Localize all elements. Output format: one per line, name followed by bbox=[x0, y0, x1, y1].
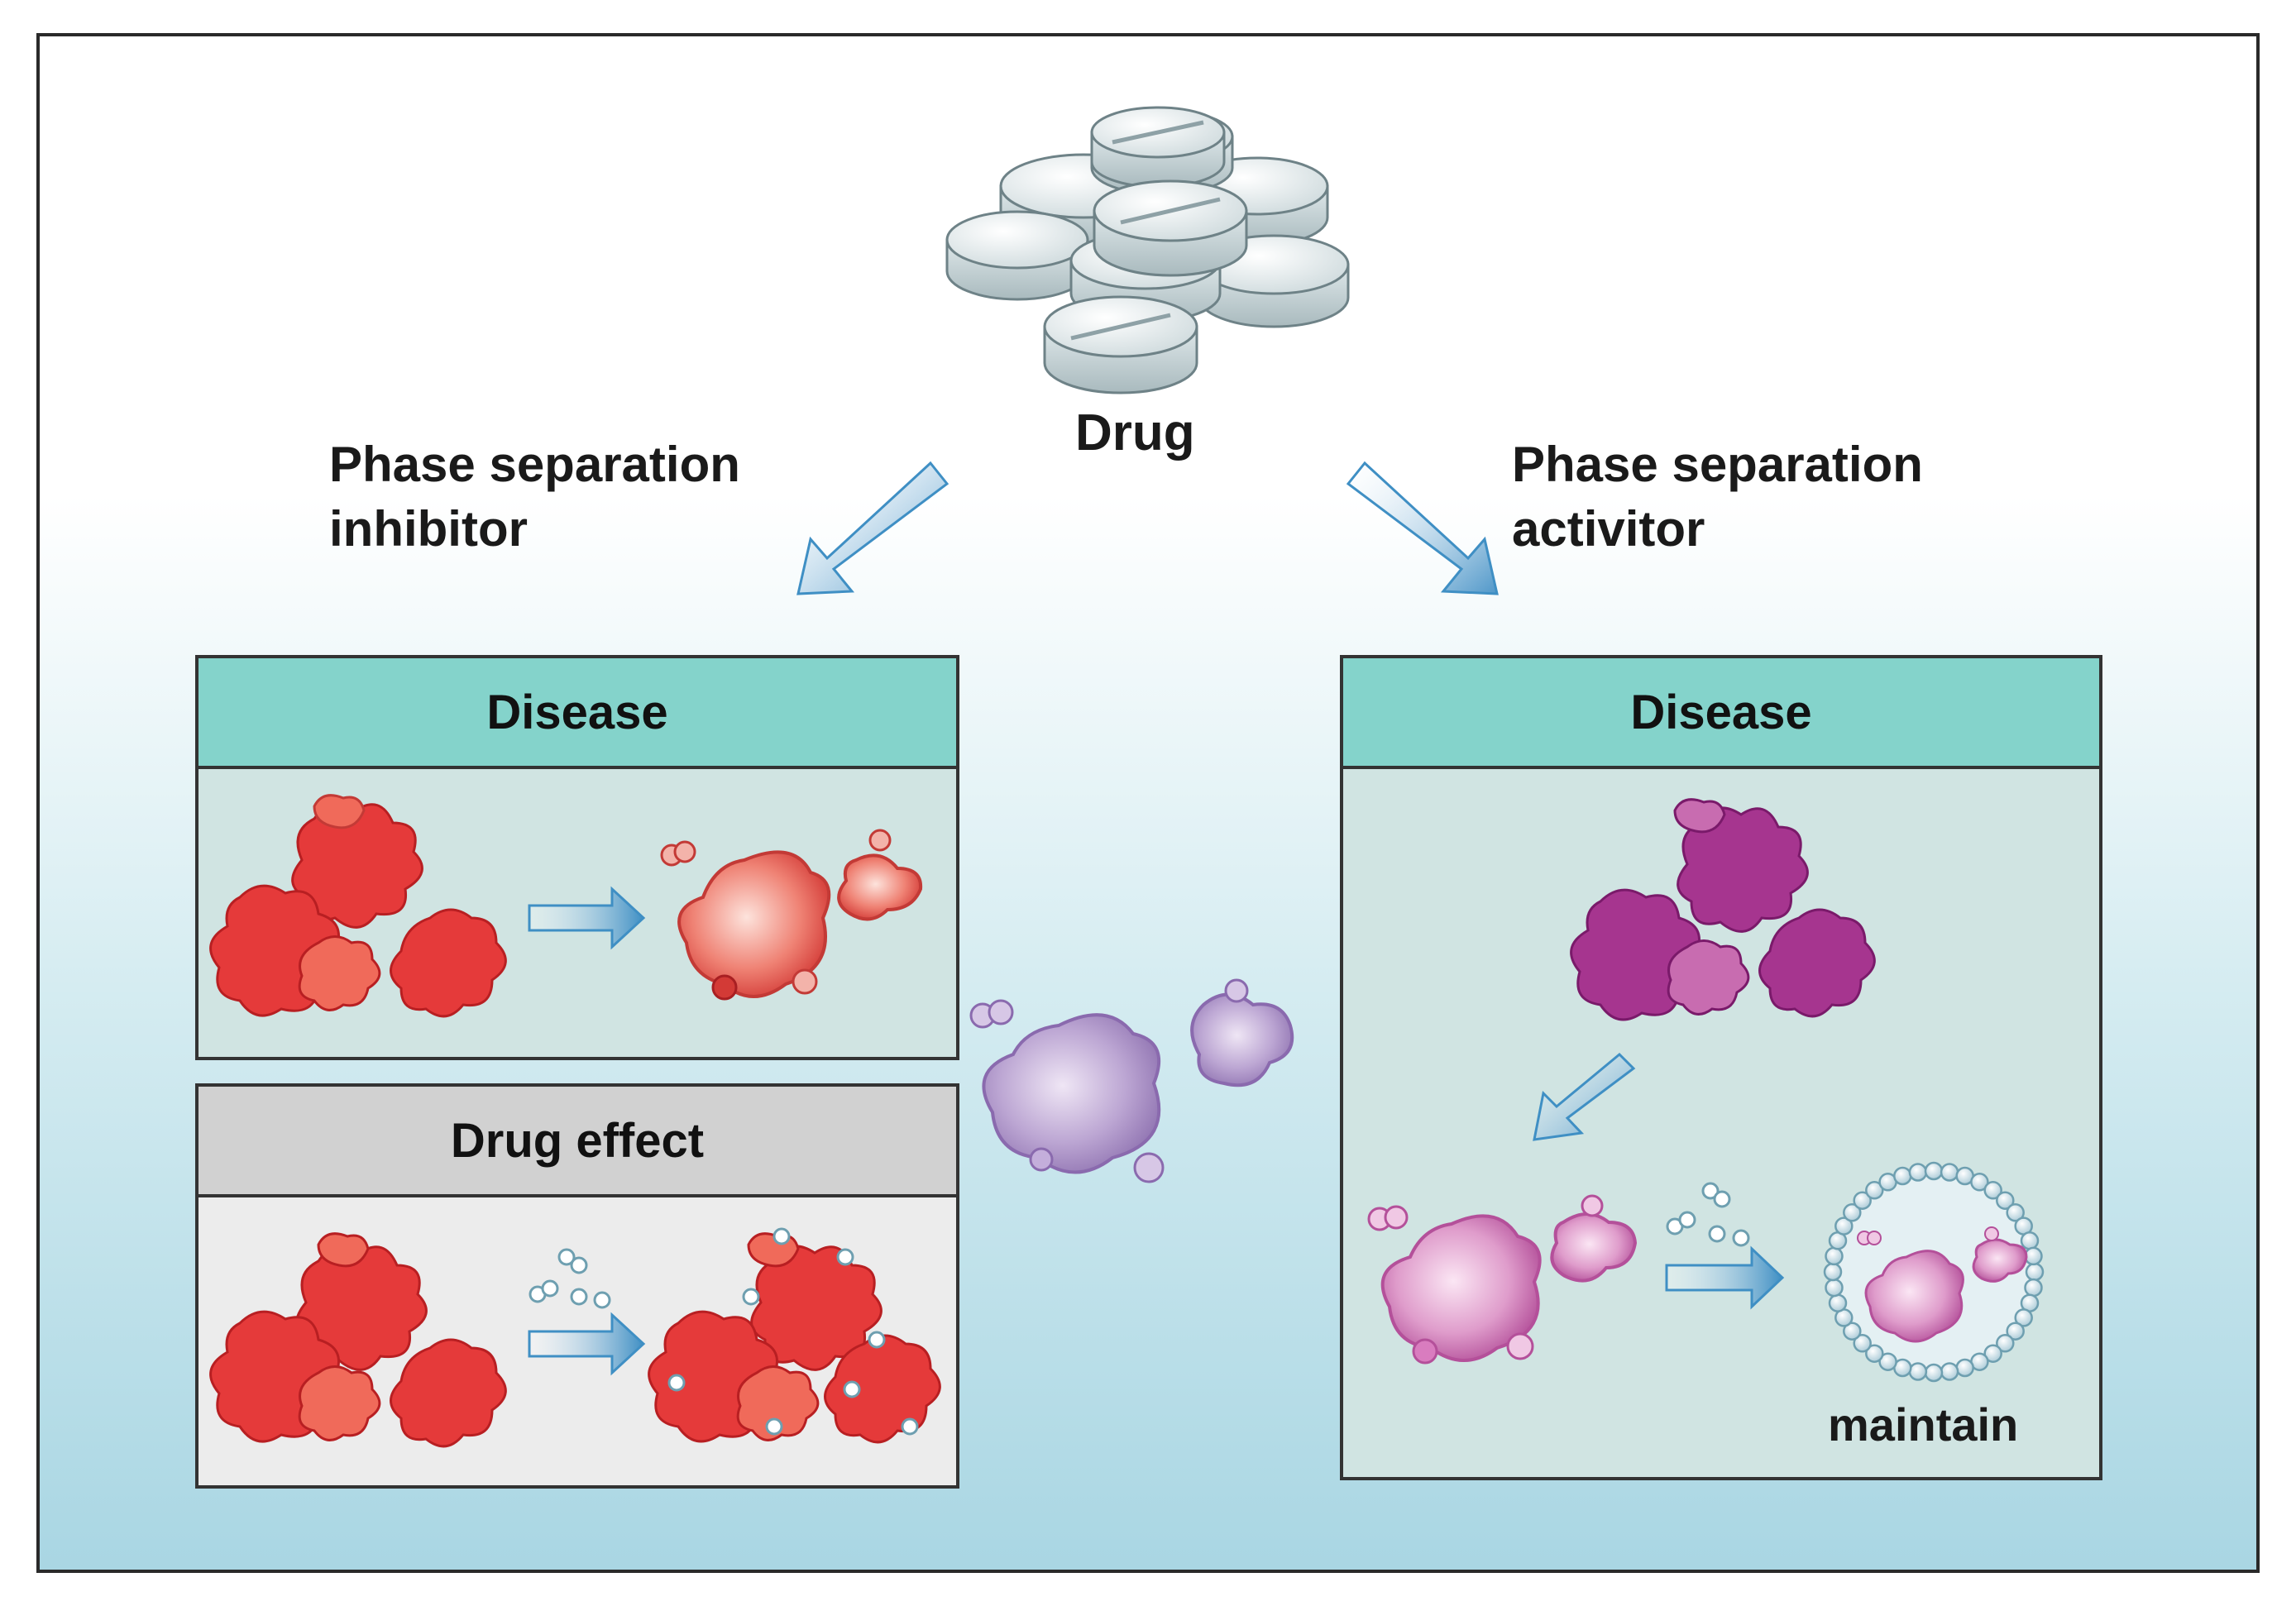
left-disease-title: Disease bbox=[199, 658, 956, 769]
membrane-bead bbox=[1940, 1362, 1959, 1381]
red-protein-cluster-icon bbox=[209, 802, 507, 1018]
inhibitor-label: Phase separation inhibitor bbox=[329, 433, 740, 562]
membrane-bead bbox=[2020, 1231, 2040, 1250]
membrane-bead bbox=[1865, 1344, 1884, 1363]
membrane-bead bbox=[1924, 1363, 1944, 1383]
membrane-bead bbox=[1878, 1352, 1897, 1371]
inhibitor-label-line1: Phase separation bbox=[329, 437, 740, 492]
membrane-bead bbox=[1955, 1358, 1974, 1378]
drug-label: Drug bbox=[1075, 404, 1195, 461]
drug-pills-icon bbox=[945, 106, 1350, 394]
membrane-bead bbox=[1983, 1181, 2002, 1200]
membrane-bead bbox=[1853, 1191, 1872, 1210]
magenta-protein-cluster-icon bbox=[1570, 798, 1876, 1021]
membrane-bead bbox=[1865, 1181, 1884, 1200]
membrane-bead bbox=[1843, 1322, 1862, 1341]
membrane-bead bbox=[2024, 1278, 2043, 1298]
membrane-bead bbox=[1908, 1362, 1928, 1381]
membrane-bead bbox=[2024, 1246, 2043, 1266]
membrane-bead bbox=[2025, 1262, 2045, 1282]
drug-molecules-icon bbox=[529, 1248, 611, 1309]
activator-label: Phase separation activitor bbox=[1512, 433, 1923, 562]
membrane-bead bbox=[1970, 1173, 1989, 1192]
activator-label-line2: activitor bbox=[1512, 501, 1705, 557]
membrane-bead bbox=[1834, 1216, 1854, 1236]
membrane-bead bbox=[1825, 1278, 1844, 1298]
membrane-bead bbox=[1908, 1163, 1928, 1182]
arrow-to-inhibitor-icon bbox=[796, 461, 949, 595]
red-protein-small-icon bbox=[313, 794, 366, 829]
drug-effect-title: Drug effect bbox=[199, 1087, 956, 1197]
drug-molecules-right-icon bbox=[1666, 1182, 1750, 1247]
red-droplet-icon bbox=[660, 829, 923, 1001]
membrane-bead bbox=[2014, 1308, 2033, 1327]
membrane-bead bbox=[1924, 1161, 1944, 1181]
bound-molecules-icon bbox=[667, 1227, 919, 1436]
membrane-bead bbox=[1843, 1203, 1862, 1222]
maintain-label: maintain bbox=[1828, 1398, 2019, 1451]
membrane-bead bbox=[2006, 1322, 2025, 1341]
right-disease-title: Disease bbox=[1343, 658, 2099, 769]
membrane-bead bbox=[1996, 1191, 2015, 1210]
membrane-bead bbox=[1893, 1166, 1912, 1186]
membrane-bead bbox=[1940, 1163, 1959, 1182]
activator-label-line1: Phase separation bbox=[1512, 437, 1923, 492]
inhibitor-label-line2: inhibitor bbox=[329, 501, 528, 557]
arrow-to-activator-icon bbox=[1346, 461, 1499, 595]
membrane-bead bbox=[1983, 1344, 2002, 1363]
down-left-arrow-icon bbox=[1533, 1052, 1636, 1141]
membrane-bead bbox=[1823, 1262, 1843, 1282]
membrane-bead bbox=[1828, 1293, 1848, 1312]
encapsulated-droplet-icon bbox=[1823, 1161, 2045, 1383]
red-protein-cluster-effect-icon bbox=[209, 1232, 507, 1448]
magenta-droplet-icon bbox=[1367, 1194, 1638, 1365]
purple-droplet-icon bbox=[969, 978, 1294, 1183]
membrane-bead bbox=[2006, 1203, 2025, 1222]
membrane-bead bbox=[1825, 1246, 1844, 1266]
membrane-bead bbox=[1996, 1334, 2015, 1353]
membrane-bead bbox=[1853, 1334, 1872, 1353]
red-protein-bound-icon bbox=[648, 1232, 941, 1444]
horizontal-arrow-icon bbox=[528, 886, 646, 950]
horizontal-arrow-right-icon bbox=[1665, 1245, 1785, 1310]
horizontal-arrow-effect-icon bbox=[528, 1312, 646, 1376]
